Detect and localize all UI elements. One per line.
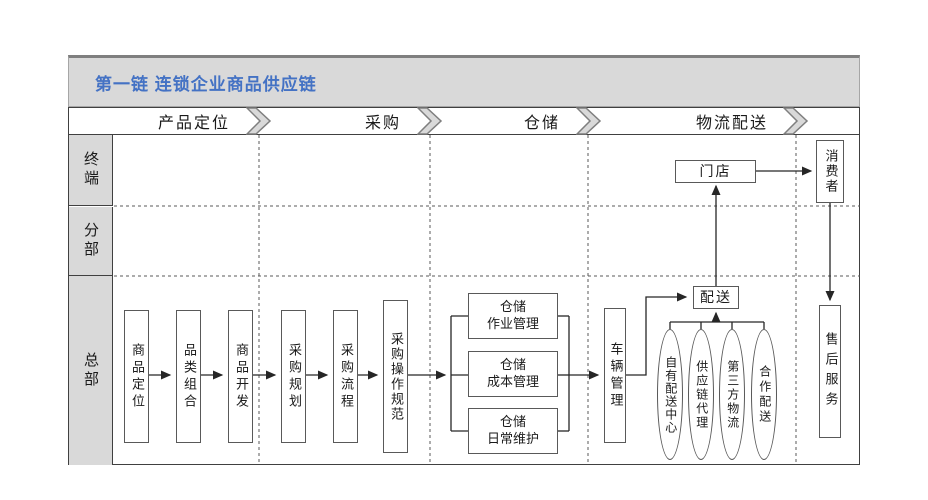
node-warehouse-operations: 仓储 作业管理 bbox=[468, 293, 558, 339]
node-third-party-logistics: 第三方物流 bbox=[719, 329, 745, 460]
stage-procurement: 采购 bbox=[259, 108, 425, 134]
node-label-line1: 仓储 bbox=[499, 299, 526, 315]
diagram-grid: 终端 分部 总部 门店 消费者 商品定位 品类组合 商品开发 采购规划 采购流程… bbox=[68, 135, 860, 465]
node-supply-chain-agent: 供应链代理 bbox=[688, 329, 714, 460]
node-product-positioning: 商品定位 bbox=[124, 310, 149, 443]
node-label: 车辆管理 bbox=[608, 341, 624, 410]
row-label-branch: 分部 bbox=[69, 207, 113, 276]
node-vehicle-management: 车辆管理 bbox=[604, 308, 626, 443]
node-cooperative-delivery: 合作配送 bbox=[751, 329, 777, 460]
page-title: 第一链 连锁企业商品供应链 bbox=[95, 74, 317, 94]
node-label: 配送 bbox=[700, 289, 732, 306]
connector-lines bbox=[114, 135, 860, 465]
row-label: 总部 bbox=[82, 351, 99, 390]
node-delivery: 配送 bbox=[693, 286, 739, 309]
node-procurement-planning: 采购规划 bbox=[281, 310, 306, 443]
chevron-right-icon bbox=[417, 107, 443, 135]
node-label: 商品定位 bbox=[129, 342, 145, 411]
node-store: 门店 bbox=[675, 160, 756, 183]
stage-label: 物流配送 bbox=[695, 115, 768, 132]
stage-label: 产品定位 bbox=[157, 115, 230, 132]
node-own-distribution-center: 自有配送中心 bbox=[657, 329, 683, 460]
stage-warehousing: 仓储 bbox=[430, 108, 584, 134]
node-warehouse-cost: 仓储 成本管理 bbox=[468, 351, 558, 397]
title-bar: 第一链 连锁企业商品供应链 bbox=[68, 55, 860, 107]
node-label: 品类组合 bbox=[181, 342, 197, 411]
node-product-development: 商品开发 bbox=[228, 310, 253, 443]
row-label-headquarters: 总部 bbox=[69, 276, 113, 465]
node-label: 供应链代理 bbox=[694, 359, 709, 430]
stage-label: 仓储 bbox=[523, 115, 560, 132]
stage-product-positioning: 产品定位 bbox=[69, 108, 254, 134]
node-procurement-process: 采购流程 bbox=[333, 310, 358, 443]
node-warehouse-maintenance: 仓储 日常维护 bbox=[468, 408, 558, 454]
row-label: 终端 bbox=[82, 151, 99, 189]
row-label-terminal: 终端 bbox=[69, 135, 113, 206]
node-consumer: 消费者 bbox=[816, 140, 844, 203]
stage-label: 采购 bbox=[364, 115, 401, 132]
node-label-line1: 仓储 bbox=[499, 414, 526, 430]
node-label-line2: 成本管理 bbox=[486, 374, 539, 389]
row-label: 分部 bbox=[82, 222, 99, 260]
stage-logistics-distribution: 物流配送 bbox=[588, 108, 792, 134]
node-label: 门店 bbox=[699, 163, 732, 180]
chevron-right-icon bbox=[246, 107, 272, 135]
node-label: 采购流程 bbox=[338, 342, 354, 411]
node-procurement-standards: 采购操作规范 bbox=[383, 300, 408, 453]
node-label-line2: 作业管理 bbox=[486, 316, 539, 331]
node-label: 商品开发 bbox=[233, 342, 249, 411]
node-label: 采购规划 bbox=[286, 342, 302, 411]
node-label: 合作配送 bbox=[757, 364, 772, 425]
node-label: 第三方物流 bbox=[725, 359, 740, 430]
node-label-line1: 仓储 bbox=[499, 357, 526, 373]
node-label: 自有配送中心 bbox=[663, 355, 678, 434]
node-label: 消费者 bbox=[823, 149, 839, 194]
stage-bar: 产品定位 采购 仓储 物流配送 bbox=[68, 107, 860, 135]
chevron-right-icon bbox=[576, 107, 602, 135]
node-label-line2: 日常维护 bbox=[486, 431, 539, 446]
node-after-sales-service: 售后服务 bbox=[819, 305, 841, 438]
node-category-mix: 品类组合 bbox=[176, 310, 201, 443]
node-label: 售后服务 bbox=[823, 331, 839, 412]
node-label: 采购操作规范 bbox=[388, 331, 404, 422]
chevron-right-icon bbox=[783, 107, 809, 135]
